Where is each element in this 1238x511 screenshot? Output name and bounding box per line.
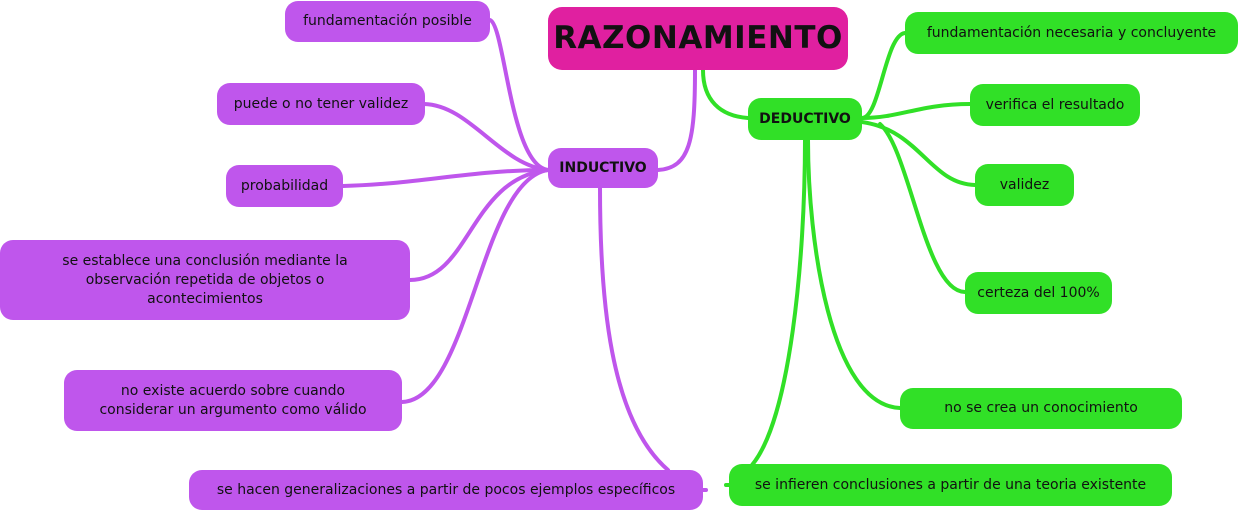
node-label: no se crea un conocimiento	[944, 400, 1138, 416]
node-label: probabilidad	[240, 177, 329, 194]
branch-label: DEDUCTIVO	[759, 110, 851, 127]
deductivo-child-node[interactable]: no se crea un conocimiento	[900, 388, 1182, 429]
deductivo-child-node[interactable]: se infieren conclusiones a partir de una…	[729, 464, 1172, 506]
branch-node-inductivo[interactable]: INDUCTIVO	[548, 148, 658, 188]
branch-node-deductivo[interactable]: DEDUCTIVO	[748, 98, 862, 140]
node-label: no existe acuerdo sobre cuando considera…	[99, 382, 367, 418]
inductivo-child-node[interactable]: se establece una conclusión mediante la …	[0, 240, 410, 320]
inductivo-child-node[interactable]: se hacen generalizaciones a partir de po…	[189, 470, 703, 510]
root-node-razonamiento[interactable]: RAZONAMIENTO	[548, 7, 848, 70]
node-label: fundamentación posible	[303, 13, 472, 29]
deductivo-child-node[interactable]: validez	[975, 164, 1074, 206]
node-label: puede o no tener validez	[233, 95, 409, 112]
inductivo-child-node[interactable]: fundamentación posible	[285, 1, 490, 42]
inductivo-child-node[interactable]: puede o no tener validez	[217, 83, 425, 125]
inductivo-child-node[interactable]: probabilidad	[226, 165, 343, 207]
deductivo-child-node[interactable]: certeza del 100%	[965, 272, 1112, 314]
root-label: RAZONAMIENTO	[553, 20, 843, 56]
deductivo-child-node[interactable]: verifica el resultado	[970, 84, 1140, 126]
inductivo-child-node[interactable]: no existe acuerdo sobre cuando considera…	[64, 370, 402, 431]
branch-label: INDUCTIVO	[559, 159, 647, 176]
node-label: verifica el resultado	[985, 96, 1125, 113]
node-label: se establece una conclusión mediante la …	[62, 252, 348, 307]
node-label: certeza del 100%	[977, 284, 1100, 301]
node-label: se hacen generalizaciones a partir de po…	[216, 481, 676, 498]
node-label: fundamentación necesaria y concluyente	[926, 24, 1217, 41]
deductivo-child-node[interactable]: fundamentación necesaria y concluyente	[905, 12, 1238, 54]
node-label: se infieren conclusiones a partir de una…	[754, 476, 1147, 493]
node-label: validez	[999, 176, 1050, 193]
